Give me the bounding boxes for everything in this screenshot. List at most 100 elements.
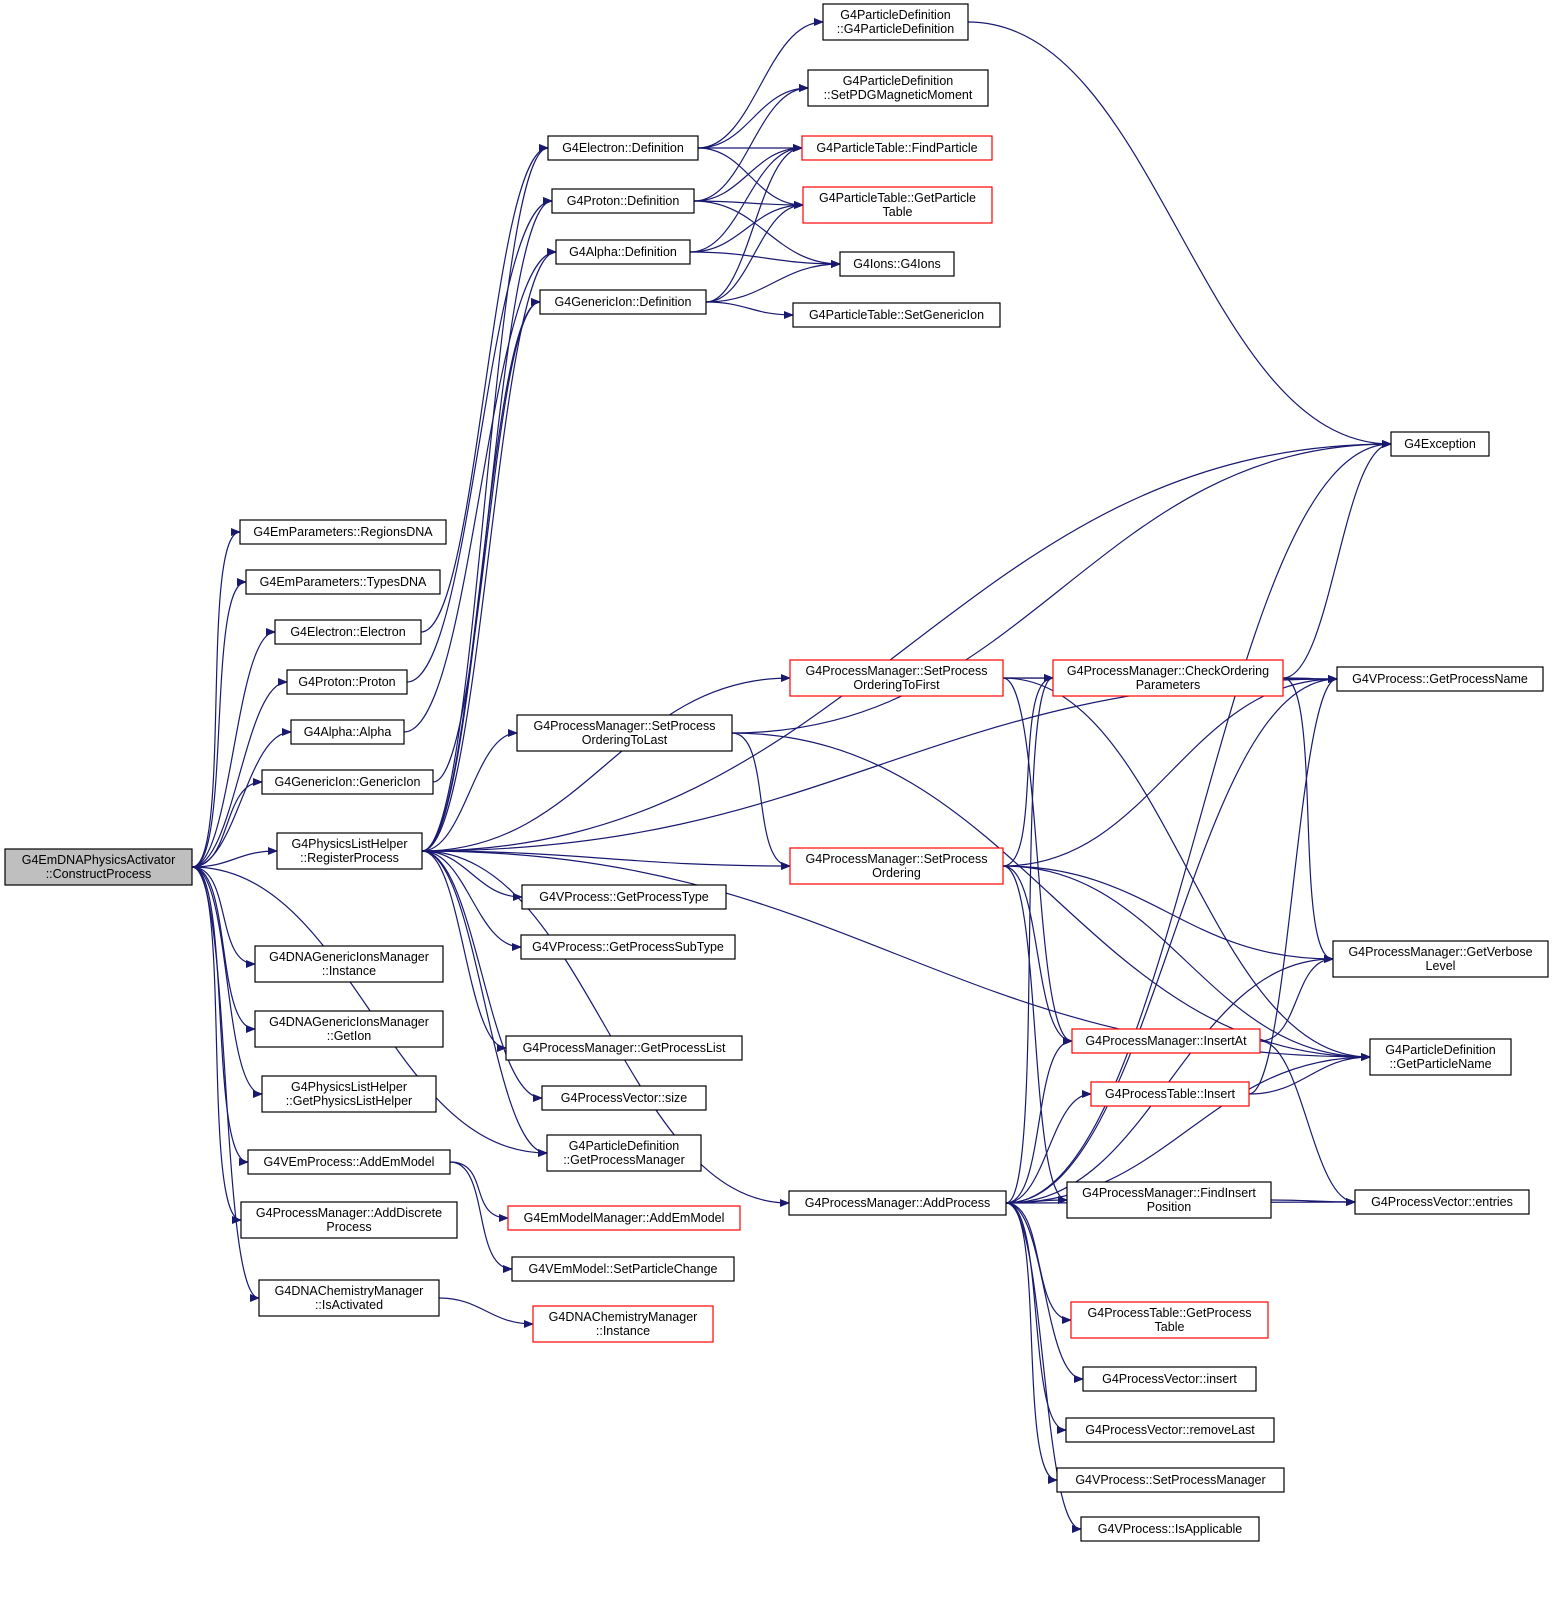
node-label: G4ProcessManager::AddProcess: [805, 1196, 991, 1210]
edge-insertat-to-pv_entries: [1259, 1040, 1356, 1206]
node-genericion[interactable]: G4GenericIon::GenericIon: [261, 769, 434, 795]
edge: [731, 440, 1392, 734]
node-addemmodel[interactable]: G4VEmProcess::AddEmModel: [247, 1149, 451, 1175]
edge-setordering-to-checkordering: [1002, 674, 1054, 867]
node-typesdna[interactable]: G4EmParameters::TypesDNA: [245, 569, 441, 595]
node-label: G4ProcessManager::SetProcess: [805, 664, 987, 678]
node-box: [1090, 1081, 1250, 1107]
node-findparticle[interactable]: G4ParticleTable::FindParticle: [801, 135, 993, 161]
node-box: [254, 945, 444, 983]
node-g4exception[interactable]: G4Exception: [1390, 431, 1490, 457]
node-getparticlename[interactable]: G4ParticleDefinition::GetParticleName: [1369, 1038, 1512, 1076]
edge-addprocess-to-isapplicable: [1005, 1202, 1082, 1533]
node-getprocesssubtype[interactable]: G4VProcess::GetProcessSubType: [520, 934, 736, 960]
edge: [191, 847, 278, 868]
node-alpha_def[interactable]: G4Alpha::Definition: [555, 239, 691, 265]
edge-pt_insert-to-getparticlename: [1248, 1053, 1371, 1095]
node-proton[interactable]: G4Proton::Proton: [286, 669, 408, 695]
node-box: [520, 934, 736, 960]
node-label: G4Electron::Definition: [562, 141, 684, 155]
node-setorderinglast[interactable]: G4ProcessManager::SetProcessOrderingToLa…: [516, 714, 733, 752]
node-label: ::SetPDGMagneticMoment: [824, 88, 973, 102]
node-box: [551, 188, 695, 214]
node-getprocessmanager[interactable]: G4ParticleDefinition::GetProcessManager: [546, 1134, 702, 1172]
node-electron[interactable]: G4Electron::Electron: [274, 619, 422, 645]
edge-registerprocess-to-electron_def: [421, 144, 549, 852]
node-box: [1354, 1189, 1530, 1215]
node-setparticlechange[interactable]: G4VEmModel::SetParticleChange: [511, 1256, 735, 1282]
node-g4ions[interactable]: G4Ions::G4Ions: [839, 251, 955, 277]
node-setpdgmm[interactable]: G4ParticleDefinition::SetPDGMagneticMome…: [807, 69, 989, 107]
node-pv_insert[interactable]: G4ProcessVector::insert: [1082, 1366, 1257, 1392]
edge-findinsert-to-pv_entries: [1270, 1197, 1356, 1206]
node-regionsdna[interactable]: G4EmParameters::RegionsDNA: [239, 519, 447, 545]
edge-addprocess-to-getparticlename: [1005, 1053, 1371, 1204]
node-setprocessmanager[interactable]: G4VProcess::SetProcessManager: [1056, 1467, 1285, 1493]
node-label: G4EmDNAPhysicsActivator: [22, 853, 176, 867]
node-getphysicslisthelper[interactable]: G4PhysicsListHelper::GetPhysicsListHelpe…: [261, 1075, 437, 1113]
node-root[interactable]: G4EmDNAPhysicsActivator::ConstructProces…: [4, 848, 193, 886]
node-label: ::GetProcessManager: [563, 1153, 685, 1167]
node-setgenericion[interactable]: G4ParticleTable::SetGenericIon: [792, 302, 1001, 328]
node-pd_ctor[interactable]: G4ParticleDefinition::G4ParticleDefiniti…: [822, 3, 969, 41]
edge: [967, 21, 1392, 448]
node-insertat[interactable]: G4ProcessManager::InsertAt: [1071, 1028, 1261, 1054]
edge: [1002, 674, 1054, 867]
edge: [1005, 1202, 1067, 1434]
edge-setorderingfirst-to-insertat: [1002, 677, 1073, 1045]
node-addprocess[interactable]: G4ProcessManager::AddProcess: [788, 1190, 1007, 1216]
node-label: Parameters: [1136, 678, 1201, 692]
edge-registerprocess-to-genericion_def: [421, 298, 541, 852]
node-setorderingfirst[interactable]: G4ProcessManager::SetProcessOrderingToFi…: [789, 659, 1004, 697]
edge: [191, 866, 260, 1302]
node-getprocesslist[interactable]: G4ProcessManager::GetProcessList: [505, 1035, 743, 1061]
node-chem_isactivated[interactable]: G4DNAChemistryManager::IsActivated: [258, 1279, 440, 1317]
edge-addprocess-to-pt_insert: [1005, 1090, 1092, 1204]
edge: [449, 1161, 509, 1222]
node-dnagim_instance[interactable]: G4DNAGenericIonsManager::Instance: [254, 945, 444, 983]
node-removelast[interactable]: G4ProcessVector::removeLast: [1065, 1417, 1275, 1443]
node-label: G4ProcessManager::GetVerbose: [1348, 945, 1532, 959]
edge-root-to-registerprocess: [191, 847, 278, 868]
node-dnagim_getion[interactable]: G4DNAGenericIonsManager::GetIon: [254, 1010, 444, 1048]
edge: [1259, 1040, 1356, 1206]
edge: [421, 850, 791, 870]
node-label: G4ProcessTable::GetProcess: [1088, 1306, 1252, 1320]
node-checkordering[interactable]: G4ProcessManager::CheckOrderingParameter…: [1052, 659, 1284, 697]
node-pvsize[interactable]: G4ProcessVector::size: [541, 1085, 707, 1111]
node-proton_def[interactable]: G4Proton::Definition: [551, 188, 695, 214]
node-chem_instance[interactable]: G4DNAChemistryManager::Instance: [532, 1305, 714, 1343]
node-genericion_def[interactable]: G4GenericIon::Definition: [539, 289, 707, 315]
edge: [420, 144, 549, 633]
node-electron_def[interactable]: G4Electron::Definition: [547, 135, 699, 161]
node-label: G4Ions::G4Ions: [853, 257, 941, 271]
edge: [693, 84, 809, 202]
edge: [1005, 1037, 1073, 1204]
node-box: [1336, 666, 1544, 692]
node-alpha[interactable]: G4Alpha::Alpha: [290, 719, 405, 745]
edge-setorderinglast-to-getparticlename: [731, 732, 1371, 1061]
edge-root-to-proton: [191, 678, 288, 868]
node-registerprocess[interactable]: G4PhysicsListHelper::RegisterProcess: [276, 832, 423, 870]
node-label: G4Alpha::Definition: [569, 245, 677, 259]
node-isapplicable[interactable]: G4VProcess::IsApplicable: [1080, 1516, 1260, 1542]
node-pv_entries[interactable]: G4ProcessVector::entries: [1354, 1189, 1530, 1215]
node-label: G4PhysicsListHelper: [291, 1080, 407, 1094]
node-getprocesstype[interactable]: G4VProcess::GetProcessType: [521, 884, 727, 910]
node-box: [247, 1149, 451, 1175]
node-box: [521, 884, 727, 910]
node-box: [516, 714, 733, 752]
node-getprocessname[interactable]: G4VProcess::GetProcessName: [1336, 666, 1544, 692]
node-pt_insert[interactable]: G4ProcessTable::Insert: [1090, 1081, 1250, 1107]
edge-registerprocess-to-setorderingfirst: [421, 674, 791, 852]
node-box: [1066, 1181, 1272, 1219]
edge: [1248, 1053, 1371, 1095]
node-label: G4ParticleTable::SetGenericIon: [809, 308, 984, 322]
node-emmodelmanager_add[interactable]: G4EmModelManager::AddEmModel: [507, 1205, 741, 1231]
